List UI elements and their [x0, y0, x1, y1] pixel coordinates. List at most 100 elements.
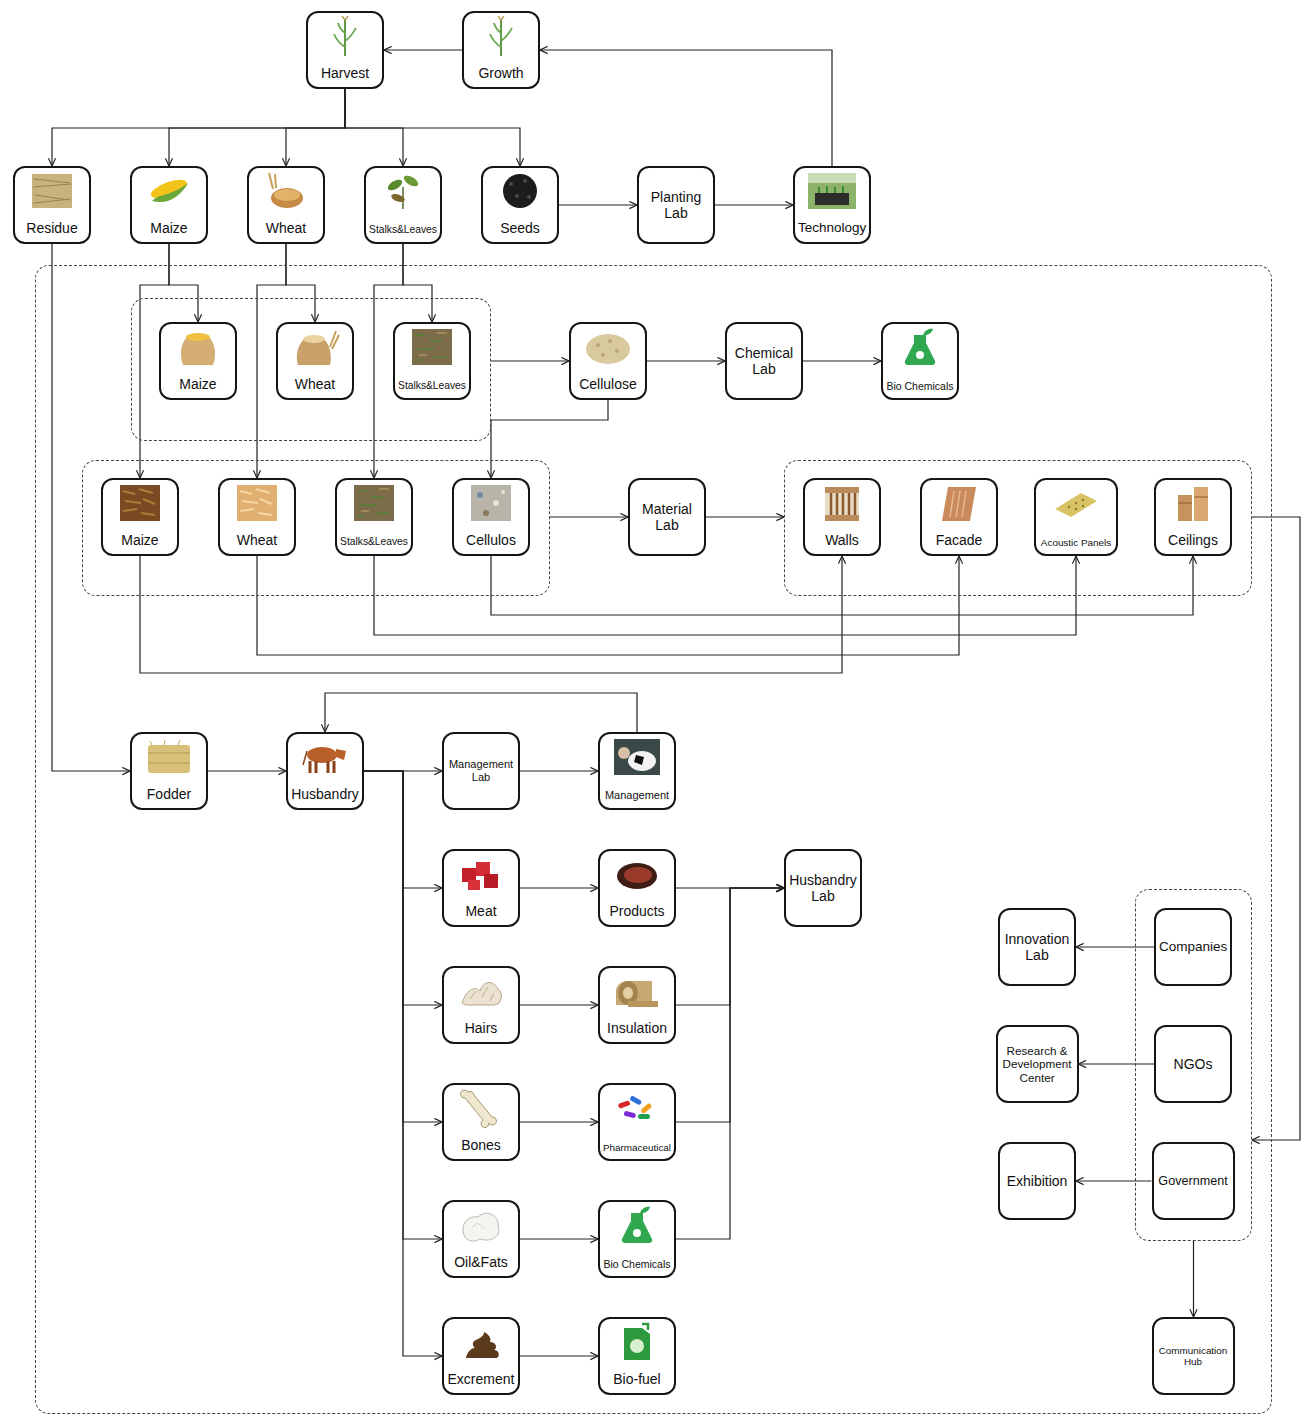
node-label: Maize: [164, 376, 232, 392]
node-label: Technology: [798, 220, 866, 236]
node-label: Stalks&Leaves: [340, 536, 408, 548]
material-icon: [120, 485, 160, 521]
connector-arrow: [257, 244, 286, 478]
process-box: Stalks&Leaves: [335, 478, 413, 556]
connector-arrow: [559, 204, 637, 205]
connector-arrow: [403, 244, 432, 322]
node-label: Ceilings: [1159, 532, 1227, 548]
residue-icon: [32, 174, 72, 208]
process-box: Management: [598, 732, 676, 810]
node-label: Communication Hub: [1157, 1345, 1230, 1368]
connector-arrow: [374, 244, 403, 478]
process-box: Wheat: [247, 166, 325, 244]
node-label: Government: [1157, 1174, 1230, 1188]
process-box: Fodder: [130, 732, 208, 810]
process-box: Stalks&Leaves: [364, 166, 442, 244]
leaves-icon: [386, 174, 420, 209]
connector-arrow: [364, 771, 442, 1356]
node-label: Wheat: [281, 376, 349, 392]
connector-arrow: [1193, 1241, 1194, 1317]
process-box: Bio Chemicals: [598, 1200, 676, 1278]
process-box: NGOs: [1154, 1025, 1232, 1103]
connector-arrow: [286, 89, 345, 166]
steak-icon: [617, 863, 657, 889]
hair-icon: [462, 983, 501, 1006]
meat-icon: [462, 862, 498, 890]
process-box: Technology: [793, 166, 871, 244]
connector-arrow: [491, 400, 608, 478]
process-box: Seeds: [481, 166, 559, 244]
node-label: Husbandry: [291, 786, 359, 802]
group-region: Maize Wheat Stalks&Leaves: [131, 298, 491, 441]
node-label: Fodder: [135, 786, 203, 802]
process-box: Wheat: [276, 322, 354, 400]
connector-arrow: [491, 360, 569, 361]
connector-arrow: [647, 360, 725, 361]
node-label: Acoustic Panels: [1039, 537, 1113, 548]
connector-arrow: [325, 693, 637, 732]
group-region: MaizeWheat Stalks&Leaves Cellulos: [82, 460, 550, 596]
node-label: Bio-fuel: [603, 1371, 671, 1387]
node-label: Meat: [447, 903, 515, 919]
process-box: Companies: [1154, 908, 1232, 986]
material-icon: [354, 485, 394, 521]
node-label: Companies: [1159, 939, 1227, 955]
process-box: Ceilings: [1154, 478, 1232, 556]
bone-icon: [461, 1090, 497, 1127]
node-label: Pharmaceutical: [603, 1142, 671, 1153]
flask-icon: [622, 1207, 652, 1243]
process-box: Excrement: [442, 1317, 520, 1395]
node-label: Management Lab: [447, 758, 515, 783]
connector-arrow: [491, 556, 1193, 615]
connector-arrow: [520, 1355, 598, 1356]
node-label: Products: [603, 903, 671, 919]
process-box: Walls: [803, 478, 881, 556]
process-box: Maize: [159, 322, 237, 400]
connector-arrow: [208, 770, 286, 771]
process-box: Maize: [101, 478, 179, 556]
node-label: Stalks&Leaves: [398, 380, 466, 392]
connector-arrow: [520, 1238, 598, 1239]
technology-icon: [808, 173, 856, 209]
node-label: Material Lab: [633, 501, 701, 533]
node-label: Insulation: [603, 1020, 671, 1036]
process-box: Products: [598, 849, 676, 927]
wheat-icon: [269, 173, 303, 208]
node-label: Bones: [447, 1137, 515, 1153]
process-box: Exhibition: [998, 1142, 1076, 1220]
process-box: Growth: [462, 11, 540, 89]
process-box: Cellulose: [569, 322, 647, 400]
process-box: Material Lab: [628, 478, 706, 556]
connector-arrow: [140, 244, 169, 478]
process-box: Cellulos: [452, 478, 530, 556]
node-label: Harvest: [311, 65, 379, 81]
node-label: Stalks&Leaves: [369, 224, 437, 236]
node-label: Facade: [925, 532, 993, 548]
node-label: Excrement: [447, 1371, 515, 1387]
process-box: Research & Development Center: [996, 1025, 1079, 1103]
process-box: Pharmaceutical: [598, 1083, 676, 1161]
node-label: Wheat: [223, 532, 291, 548]
process-box: Bones: [442, 1083, 520, 1161]
connector-arrow: [520, 1004, 598, 1005]
cow-icon: [303, 747, 346, 773]
node-label: Planting Lab: [642, 189, 710, 221]
connector-arrow: [803, 360, 881, 361]
connector-arrow: [1076, 1180, 1152, 1181]
pills-icon: [618, 1095, 653, 1119]
material-icon: [237, 485, 277, 521]
ceiling-icon: [1178, 487, 1208, 521]
sack-icon: [297, 331, 339, 365]
process-box: Wheat: [218, 478, 296, 556]
process-box: Chemical Lab: [725, 322, 803, 400]
connector-arrow: [520, 1121, 598, 1122]
node-label: Walls: [808, 532, 876, 548]
connector-arrow: [1252, 517, 1300, 1140]
process-box: Facade: [920, 478, 998, 556]
node-label: Bio Chemicals: [886, 380, 954, 392]
node-label: Husbandry Lab: [789, 872, 857, 904]
walls-icon: [825, 487, 859, 521]
process-box: Communication Hub: [1152, 1317, 1235, 1395]
connector-arrow: [715, 204, 793, 205]
